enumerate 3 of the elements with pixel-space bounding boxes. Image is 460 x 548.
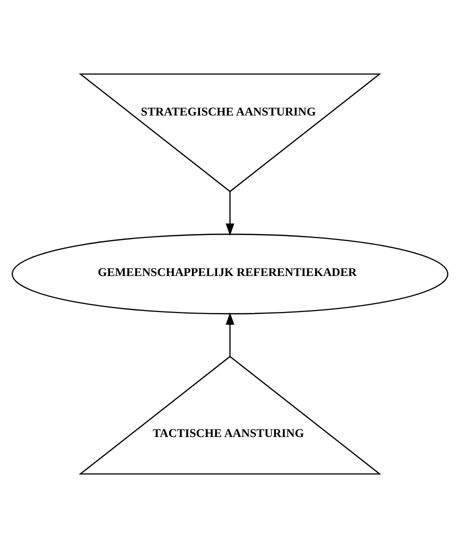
node-ellipse: GEMEENSCHAPPELIJK REFERENTIEKADER	[12, 234, 448, 314]
arrow	[226, 312, 234, 356]
arrow	[226, 192, 234, 236]
